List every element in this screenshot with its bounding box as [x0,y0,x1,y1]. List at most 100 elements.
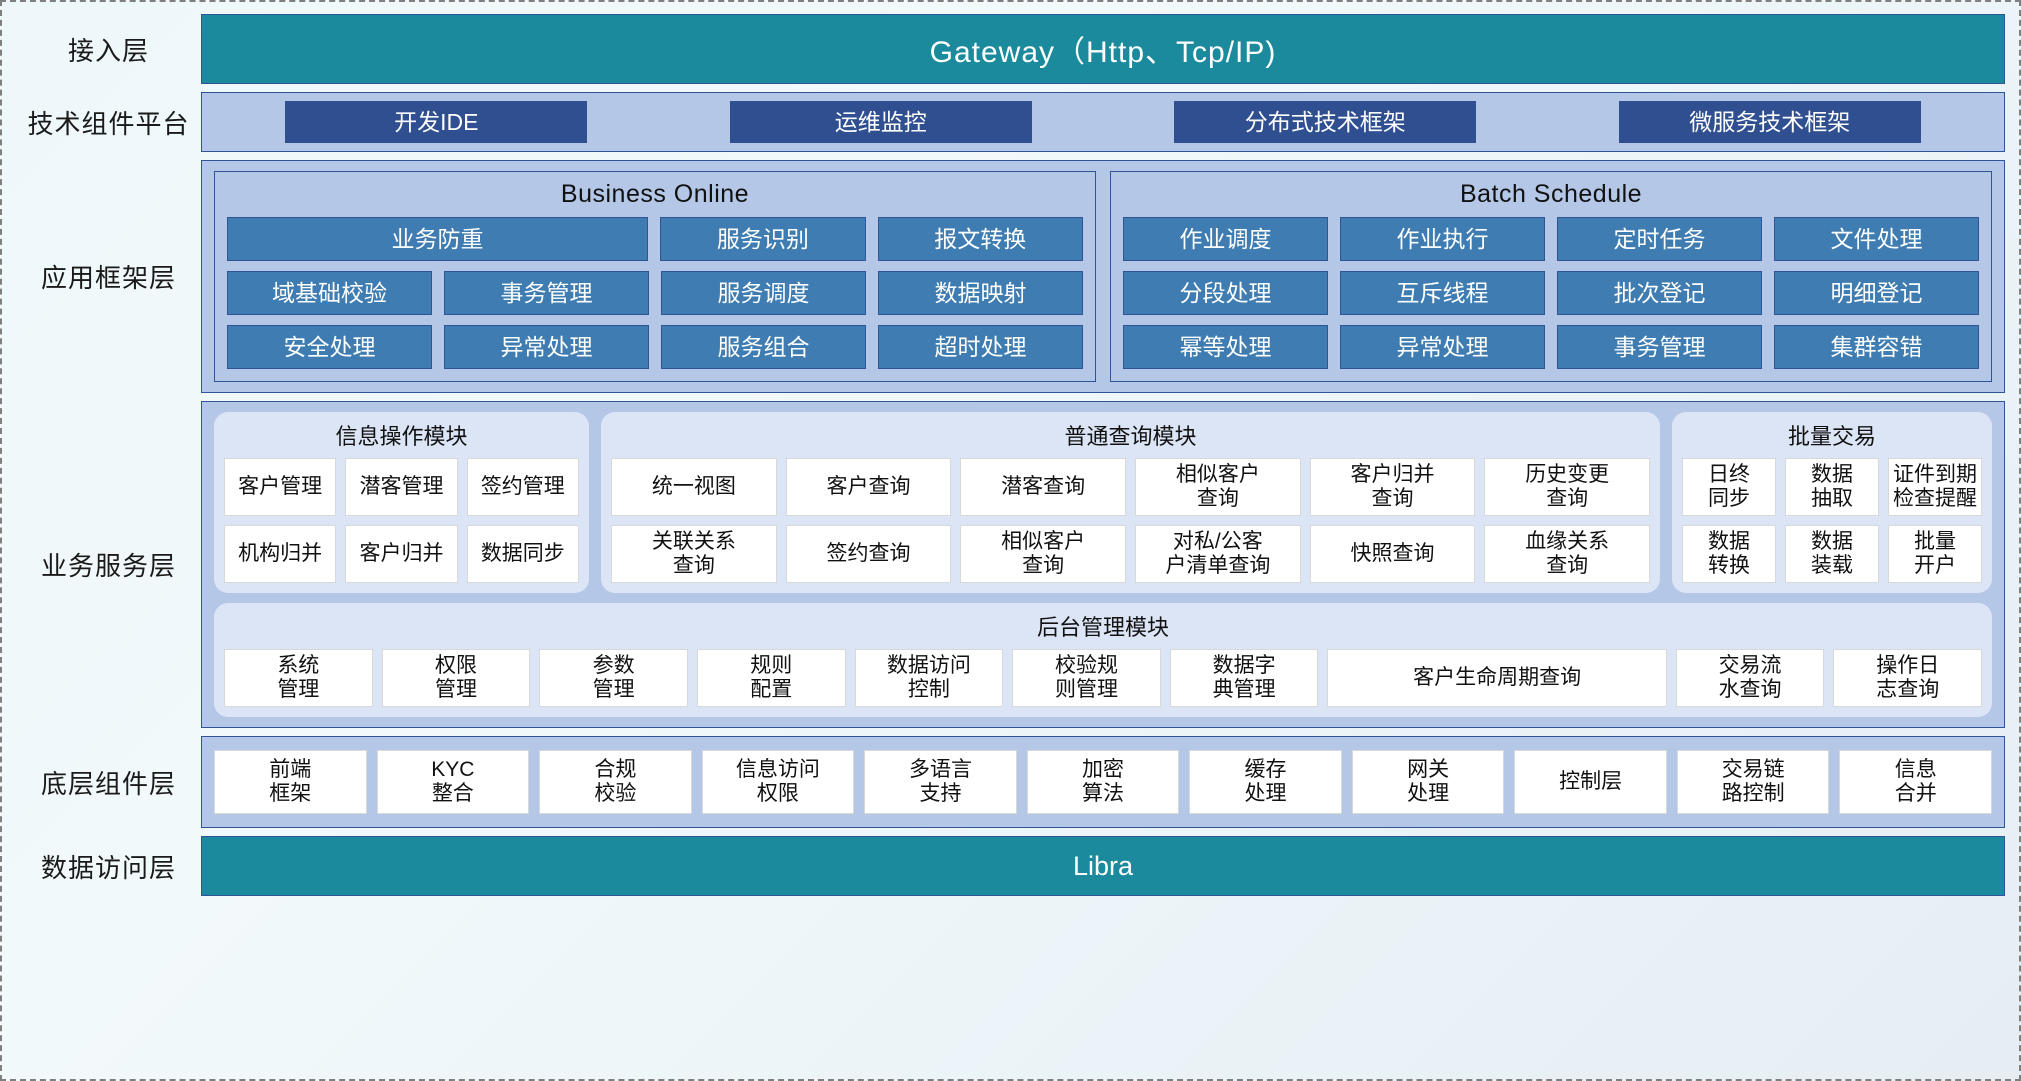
panel-batch-schedule: Batch Schedule 作业调度 作业执行 定时任务 文件处理 分段处理 … [1110,171,1992,382]
cell-info-access-permission[interactable]: 信息访问 权限 [701,750,855,814]
cell-document-expiry-reminder[interactable]: 证件到期 检查提醒 [1888,458,1982,516]
cell-data-dictionary-manage[interactable]: 数据字 典管理 [1169,649,1319,707]
cell-private-public-customer-list-query[interactable]: 对私/公客 户清单查询 [1135,525,1301,583]
component-layer-content: 前端 框架 KYC 整合 合规 校验 信息访问 权限 多语言 支持 加密 算法 … [201,736,2005,828]
cell-contract-query[interactable]: 签约查询 [785,525,952,583]
tech-platform-bar: 开发IDE 运维监控 分布式技术框架 微服务技术框架 [201,92,2005,152]
cell-data-access-control[interactable]: 数据访问 控制 [854,649,1004,707]
app-framework-content: Business Online 业务防重 服务识别 报文转换 域基础校验 事务管… [201,160,2005,393]
panel-business-online: Business Online 业务防重 服务识别 报文转换 域基础校验 事务管… [214,171,1096,382]
module-title-backend-management: 后台管理模块 [1036,615,1169,640]
cell-eod-sync[interactable]: 日终 同步 [1682,458,1776,516]
cell-timeout-handle[interactable]: 超时处理 [878,325,1083,369]
gateway-bar[interactable]: Gateway（Http、Tcp/IP) [201,14,2005,84]
data-access-layer-content: Libra [201,836,2005,896]
cell-data-mapping[interactable]: 数据映射 [878,271,1083,315]
cell-data-load[interactable]: 数据 装载 [1785,525,1879,583]
cell-permission-manage[interactable]: 权限 管理 [381,649,531,707]
cell-business-dedup[interactable]: 业务防重 [227,217,649,261]
cell-snapshot-query[interactable]: 快照查询 [1309,525,1476,583]
cell-segment-process[interactable]: 分段处理 [1123,271,1328,315]
cell-lineage-relation-query[interactable]: 血缘关系 查询 [1484,525,1651,583]
component-layer-container: 前端 框架 KYC 整合 合规 校验 信息访问 权限 多语言 支持 加密 算法 … [201,736,2005,828]
common-query-rows: 统一视图 客户查询 潜客查询 相似客户 查询 客户归并 查询 历史变更 查询 关… [611,458,1651,583]
cell-cluster-fault-tolerance[interactable]: 集群容错 [1774,325,1979,369]
cell-customer-manage[interactable]: 客户管理 [224,458,337,516]
libra-bar[interactable]: Libra [201,836,2005,896]
cell-frontend-framework[interactable]: 前端 框架 [214,750,367,814]
cell-service-compose[interactable]: 服务组合 [661,325,866,369]
cell-unified-view[interactable]: 统一视图 [611,458,777,516]
cell-transaction-flow-query[interactable]: 交易流 水查询 [1675,649,1825,707]
cell-encryption-algorithm[interactable]: 加密 算法 [1026,750,1180,814]
cell-system-manage[interactable]: 系统 管理 [224,649,373,707]
module-title-info-operation: 信息操作模块 [335,424,468,449]
cell-customer-query[interactable]: 客户查询 [785,458,952,516]
cell-compliance-validation[interactable]: 合规 校验 [539,750,692,814]
cell-exception-handle[interactable]: 异常处理 [444,325,649,369]
spacer [16,728,2005,736]
cell-security-handle[interactable]: 安全处理 [227,325,432,369]
cell-mutex-thread[interactable]: 互斥线程 [1340,271,1545,315]
batch-schedule-row-3: 幂等处理 异常处理 事务管理 集群容错 [1123,325,1979,369]
panel-title-business-online: Business Online [560,180,750,208]
cell-control-layer[interactable]: 控制层 [1514,750,1667,814]
cell-data-transform[interactable]: 数据 转换 [1682,525,1776,583]
cell-similar-customer-query-2[interactable]: 相似客户 查询 [960,525,1127,583]
cell-similar-customer-query[interactable]: 相似客户 查询 [1135,458,1301,516]
access-layer-content: Gateway（Http、Tcp/IP) [201,14,2005,84]
tech-item-dev-ide[interactable]: 开发IDE [285,101,588,143]
component-layer-row: 底层组件层 前端 框架 KYC 整合 合规 校验 信息访问 权限 多语言 支持 … [16,736,2005,828]
cell-batch-transaction-manage[interactable]: 事务管理 [1557,325,1762,369]
cell-batch-account-open[interactable]: 批量 开户 [1888,525,1982,583]
cell-message-convert[interactable]: 报文转换 [877,217,1084,261]
cell-org-merge[interactable]: 机构归并 [224,525,337,583]
tech-item-microservice-framework[interactable]: 微服务技术框架 [1618,101,1921,143]
cell-transaction-manage[interactable]: 事务管理 [444,271,649,315]
cell-cache-handling[interactable]: 缓存 处理 [1189,750,1342,814]
cell-kyc-integration[interactable]: KYC 整合 [376,750,530,814]
cell-domain-basic-validate[interactable]: 域基础校验 [227,271,432,315]
cell-history-change-query[interactable]: 历史变更 查询 [1484,458,1651,516]
cell-operation-log-query[interactable]: 操作日 志查询 [1833,649,1983,707]
cell-service-dispatch[interactable]: 服务调度 [661,271,866,315]
cell-idempotent-handle[interactable]: 幂等处理 [1123,325,1328,369]
layer-label-tech-platform: 技术组件平台 [27,108,190,139]
data-access-layer-row: 数据访问层 Libra [16,836,2005,896]
cell-transaction-chain-control[interactable]: 交易链 路控制 [1676,750,1830,814]
cell-prospect-query[interactable]: 潜客查询 [960,458,1127,516]
cell-service-identify[interactable]: 服务识别 [660,217,866,261]
cell-customer-lifecycle-query[interactable]: 客户生命周期查询 [1327,649,1667,707]
cell-job-execute[interactable]: 作业执行 [1340,217,1545,261]
cell-timed-task[interactable]: 定时任务 [1557,217,1762,261]
layer-label-app-framework: 应用框架层 [40,263,176,293]
layer-label-data-access: 数据访问层 [40,852,176,883]
cell-contract-manage[interactable]: 签约管理 [466,458,579,516]
cell-validation-rule-manage[interactable]: 校验规 则管理 [1012,649,1161,707]
cell-rule-config[interactable]: 规则 配置 [696,649,846,707]
cell-file-process[interactable]: 文件处理 [1774,217,1979,261]
cell-batch-exception-handle[interactable]: 异常处理 [1340,325,1545,369]
cell-batch-register[interactable]: 批次登记 [1557,271,1762,315]
tech-platform-row: 技术组件平台 开发IDE 运维监控 分布式技术框架 微服务技术框架 [16,92,2005,152]
business-service-modules-row-2: 后台管理模块 系统 管理 权限 管理 参数 管理 规则 配置 数据访问 控制 校… [214,603,1992,717]
cell-data-sync[interactable]: 数据同步 [466,525,579,583]
cell-job-schedule[interactable]: 作业调度 [1123,217,1328,261]
tech-item-distributed-framework[interactable]: 分布式技术框架 [1174,101,1477,143]
cell-data-extract[interactable]: 数据 抽取 [1785,458,1879,516]
cell-detail-register[interactable]: 明细登记 [1774,271,1979,315]
module-title-common-query: 普通查询模块 [1064,424,1197,449]
cell-info-merge[interactable]: 信息 合并 [1839,750,1993,814]
business-online-row-1: 业务防重 服务识别 报文转换 [227,217,1084,261]
cell-prospect-manage[interactable]: 潜客管理 [345,458,458,516]
cell-gateway-handling[interactable]: 网关 处理 [1351,750,1505,814]
layer-label-business-service: 业务服务层 [40,551,176,581]
batch-transaction-rows: 日终 同步 数据 抽取 证件到期 检查提醒 数据 转换 数据 装载 批量 开户 [1682,458,1982,583]
cell-multilanguage-support[interactable]: 多语言 支持 [864,750,1017,814]
cell-customer-merge-query[interactable]: 客户归并 查询 [1309,458,1476,516]
tech-item-ops-monitor[interactable]: 运维监控 [729,101,1032,143]
cell-parameter-manage[interactable]: 参数 管理 [539,649,688,707]
cell-relation-query[interactable]: 关联关系 查询 [611,525,777,583]
cell-customer-merge[interactable]: 客户归并 [345,525,458,583]
